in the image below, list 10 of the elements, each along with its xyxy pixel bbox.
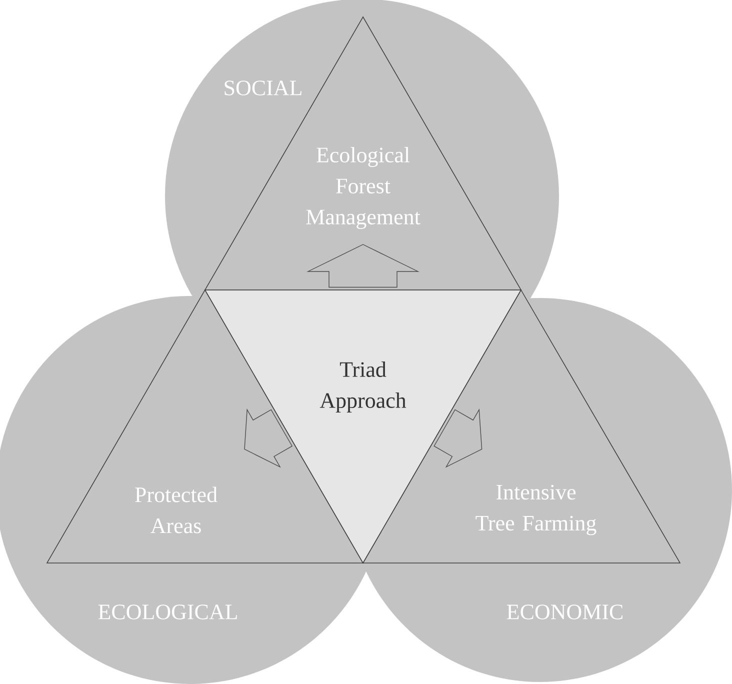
region-label: Triad Approach	[320, 362, 406, 412]
block-arrow	[306, 244, 420, 288]
circle-label: ECONOMIC	[506, 604, 622, 620]
region-label: Ecological Forest Management	[306, 146, 420, 229]
circle-label: ECOLOGICAL	[98, 604, 237, 620]
region-label: Protected Areas	[135, 486, 218, 534]
block-arrow	[244, 408, 293, 468]
block-arrow	[434, 408, 482, 468]
circle-label: SOCIAL	[224, 80, 302, 96]
region-label: Intensive Tree Farming	[476, 484, 596, 536]
